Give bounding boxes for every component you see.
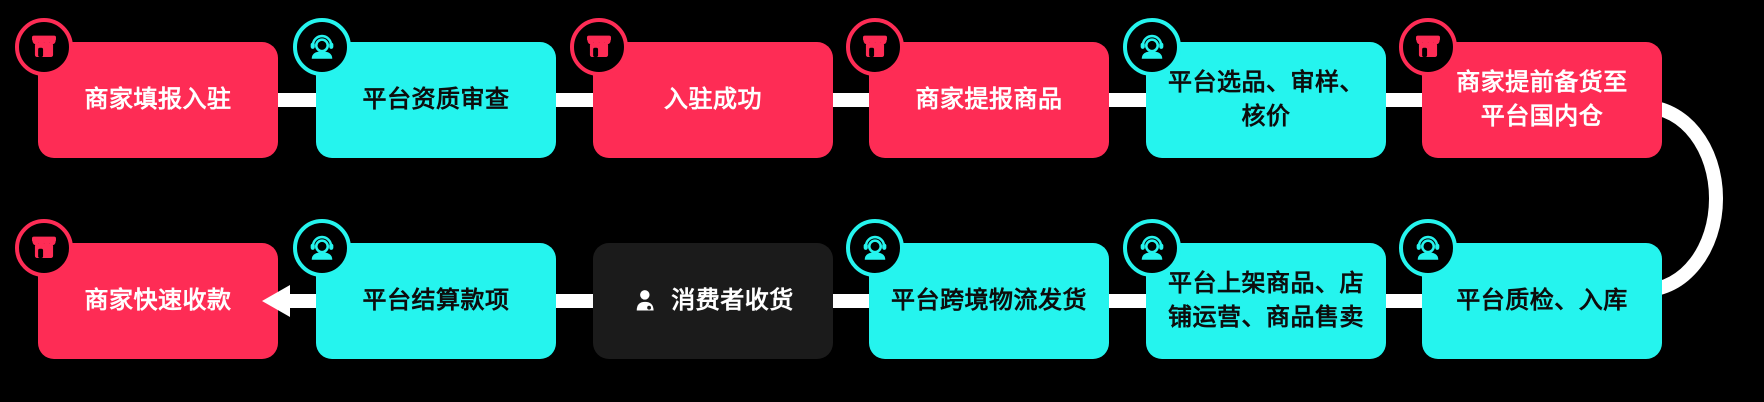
- flow-node-quality-check-warehousing: 平台质检、入库: [1399, 219, 1662, 359]
- flow-node-label: 商家提前备货至 平台国内仓: [1456, 69, 1628, 130]
- connector-bar: [1102, 93, 1152, 107]
- connector-bar: [826, 294, 876, 308]
- storefront-icon: [846, 18, 904, 76]
- flow-node-listing-operation-sales: 平台上架商品、店 铺运营、商品售卖: [1123, 219, 1386, 359]
- flow-node-label: 入驻成功: [664, 86, 762, 113]
- arrow-left-icon: [262, 285, 290, 317]
- flow-node-merchant-apply: 商家填报入驻: [15, 18, 278, 158]
- flow-node-label: 商家提报商品: [915, 86, 1063, 113]
- support-agent-icon: [846, 219, 904, 277]
- flow-node-selection-pricing: 平台选品、审样、 核价: [1123, 18, 1386, 158]
- connector-bar: [272, 93, 322, 107]
- support-agent-icon: [1123, 219, 1181, 277]
- person-icon: [632, 288, 659, 315]
- connector-bar: [1379, 93, 1429, 107]
- connector-bar: [1102, 294, 1152, 308]
- connector-bar: [826, 93, 876, 107]
- flow-node-label: 平台上架商品、店 铺运营、商品售卖: [1168, 270, 1364, 331]
- flow-node-label: 平台跨境物流发货: [891, 287, 1087, 314]
- storefront-icon: [15, 18, 73, 76]
- flow-node-label: 商家填报入驻: [84, 86, 232, 113]
- connector-bar: [286, 294, 320, 308]
- storefront-icon: [15, 219, 73, 277]
- flow-node-consumer-receives: 消费者收货: [593, 243, 833, 359]
- flow-node-entry-success: 入驻成功: [570, 18, 833, 158]
- storefront-icon: [570, 18, 628, 76]
- support-agent-icon: [293, 18, 351, 76]
- flow-node-label: 平台选品、审样、 核价: [1168, 69, 1364, 130]
- flow-node-fast-payment: 商家快速收款: [15, 219, 278, 359]
- flow-node-label: 消费者收货: [671, 287, 794, 314]
- connector-bar: [1379, 294, 1429, 308]
- support-agent-icon: [293, 219, 351, 277]
- support-agent-icon: [1123, 18, 1181, 76]
- flow-node-label: 平台质检、入库: [1456, 287, 1628, 314]
- support-agent-icon: [1399, 219, 1457, 277]
- flow-node-label: 商家快速收款: [84, 287, 232, 314]
- flow-node-crossborder-logistics: 平台跨境物流发货: [846, 219, 1109, 359]
- connector-bar: [549, 294, 599, 308]
- flow-node-label: 平台资质审查: [362, 86, 510, 113]
- flow-node-qualification-review: 平台资质审查: [293, 18, 556, 158]
- storefront-icon: [1399, 18, 1457, 76]
- flow-node-label: 平台结算款项: [362, 287, 510, 314]
- connector-bar: [549, 93, 599, 107]
- flow-node-stock-domestic-warehouse: 商家提前备货至 平台国内仓: [1399, 18, 1662, 158]
- flow-node-settlement: 平台结算款项: [293, 219, 556, 359]
- flow-node-submit-products: 商家提报商品: [846, 18, 1109, 158]
